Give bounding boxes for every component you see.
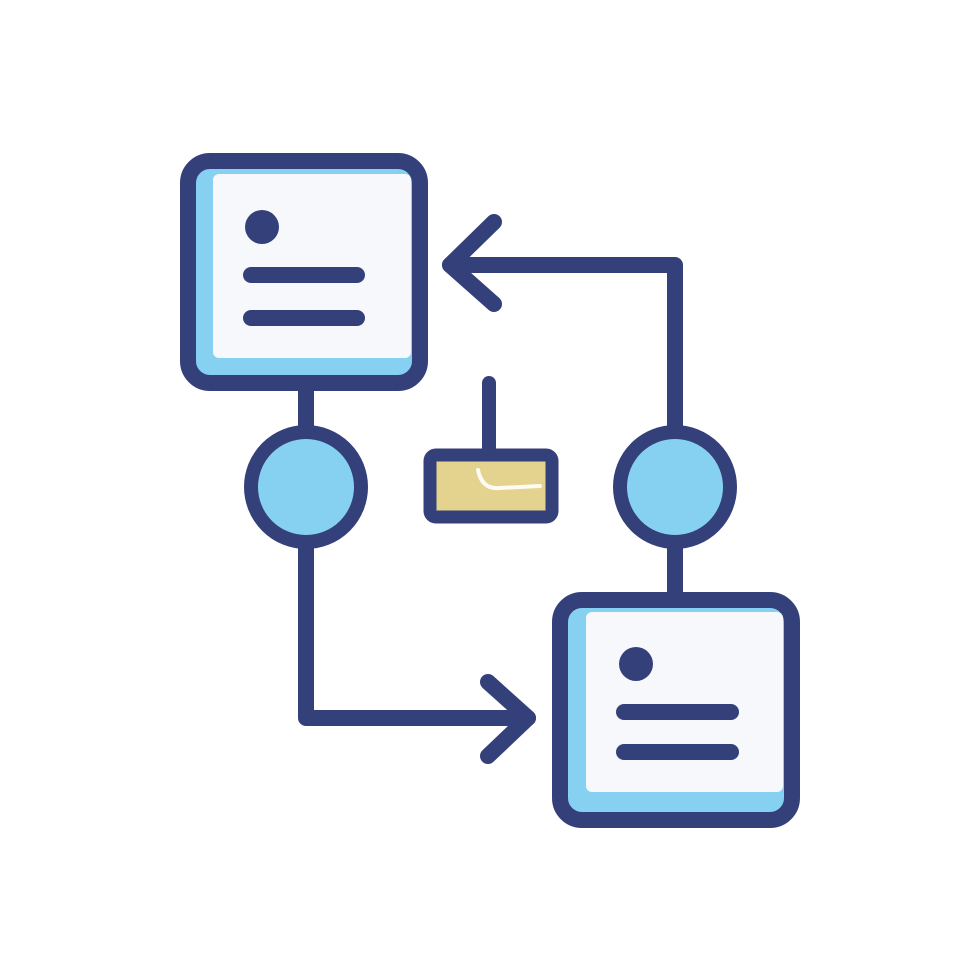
- avatar-dot-icon: [619, 647, 653, 681]
- avatar-dot-icon: [245, 210, 279, 244]
- arrow-left-icon: [442, 214, 502, 312]
- top-profile-card: [180, 153, 428, 391]
- bottom-profile-card: [552, 592, 800, 828]
- pin-box-icon: [423, 376, 559, 524]
- connector-left-node-to-bottom-card: [298, 537, 536, 726]
- left-circle-node-icon: [244, 425, 368, 549]
- right-circle-node-icon: [613, 425, 737, 549]
- connector-right-node-to-top-card: [442, 257, 683, 436]
- arrow-right-icon: [480, 674, 536, 764]
